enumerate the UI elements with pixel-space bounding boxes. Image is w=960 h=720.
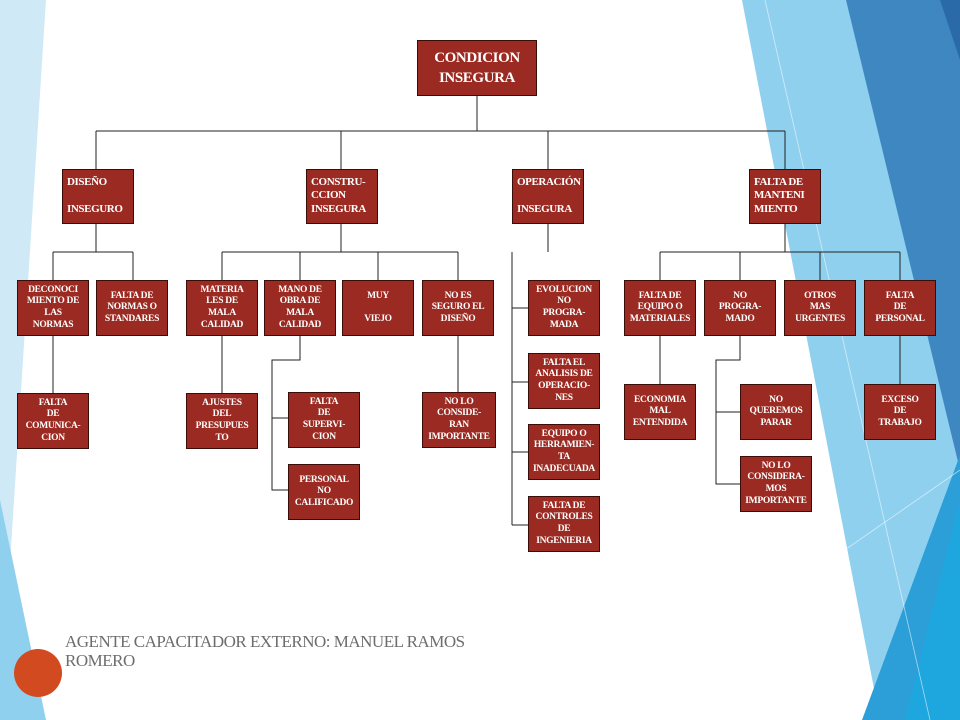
- deco-right-cyan: [905, 500, 960, 720]
- deco-left-light-blue: [0, 0, 46, 720]
- node-desconocimiento-normas: DECONOCI MIENTO DE LAS NORMAS: [17, 280, 89, 336]
- node-otros-mas-urgentes: OTROS MAS URGENTES: [784, 280, 856, 336]
- node-falta-equipo-materiales: FALTA DE EQUIPO O MATERIALES: [624, 280, 696, 336]
- node-no-consideran-importante: NO LO CONSIDE- RAN IMPORTANTE: [422, 392, 496, 448]
- node-mano-obra-mala-calidad: MANO DE OBRA DE MALA CALIDAD: [264, 280, 336, 336]
- node-no-programado: NO PROGRA- MADO: [704, 280, 776, 336]
- node-no-consideramos-importante: NO LO CONSIDERA- MOS IMPORTANTE: [740, 456, 812, 512]
- node-personal-no-calificado: PERSONAL NO CALIFICADO: [288, 464, 360, 520]
- node-muy-viejo: MUY VIEJO: [342, 280, 414, 336]
- deco-right-mid-blue: [846, 0, 960, 470]
- node-construccion-insegura: CONSTRU- CCION INSEGURA: [306, 169, 378, 224]
- footer-trainer-credit: AGENTE CAPACITADOR EXTERNO: MANUEL RAMOS…: [65, 632, 465, 670]
- node-diseno-inseguro: DISEÑO INSEGURO: [62, 169, 134, 224]
- node-falta-mantenimiento: FALTA DE MANTENI MIENTO: [749, 169, 821, 224]
- node-condicion-insegura: CONDICION INSEGURA: [417, 40, 537, 96]
- node-operacion-insegura: OPERACIÓN INSEGURA: [512, 169, 584, 224]
- node-economia-mal-entendida: ECONOMIA MAL ENTENDIDA: [624, 384, 696, 440]
- node-no-seguro-diseno: NO ES SEGURO EL DISEÑO: [422, 280, 494, 336]
- node-exceso-trabajo: EXCESO DE TRABAJO: [864, 384, 936, 440]
- node-falta-controles-ingenieria: FALTA DE CONTROLES DE INGENIERIA: [528, 496, 600, 552]
- node-falta-analisis-operaciones: FALTA EL ANALISIS DE OPERACIO- NES: [528, 353, 600, 409]
- node-falta-personal: FALTA DE PERSONAL: [864, 280, 936, 336]
- deco-thin-line-2: [599, 469, 960, 720]
- node-equipo-herramienta-inadecuada: EQUIPO O HERRAMIEN- TA INADECUADA: [528, 424, 600, 480]
- accent-dot: [14, 649, 62, 697]
- node-falta-comunicacion: FALTA DE COMUNICA- CION: [17, 393, 89, 449]
- node-evolucion-no-programada: EVOLUCION NO PROGRA- MADA: [528, 280, 600, 336]
- deco-right-dark-blue: [940, 0, 960, 60]
- node-falta-supervision: FALTA DE SUPERVI- CION: [288, 392, 360, 448]
- deco-thin-line-1: [764, 0, 931, 720]
- node-no-queremos-parar: NO QUEREMOS PARAR: [740, 384, 812, 440]
- node-ajustes-presupuesto: AJUSTES DEL PRESUPUES TO: [186, 393, 258, 449]
- node-falta-normas: FALTA DE NORMAS O STANDARES: [96, 280, 168, 336]
- node-materiales-mala-calidad: MATERIA LES DE MALA CALIDAD: [186, 280, 258, 336]
